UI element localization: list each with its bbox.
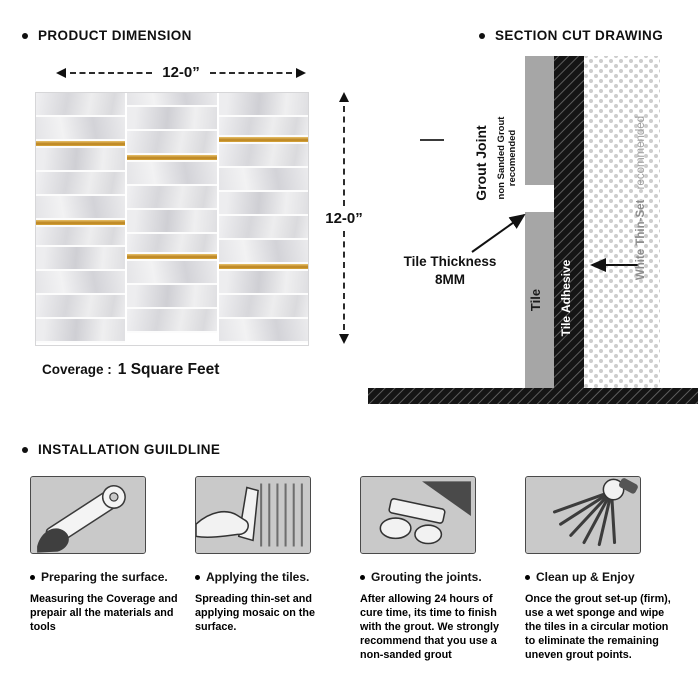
width-dimension: 12-0”: [56, 64, 306, 81]
tile-thickness-arrow: [471, 213, 526, 253]
grout-float-icon: [360, 476, 476, 554]
tile-adhesive-label: Tile Adhesive: [559, 259, 573, 336]
coverage-label: Coverage :: [42, 362, 112, 377]
tile-adhesive-bar: [554, 56, 584, 388]
bullet-icon: [525, 574, 530, 580]
step-title: Clean up & Enjoy: [525, 570, 676, 584]
tile-label: Tile: [528, 289, 543, 311]
bullet-icon: [479, 32, 485, 39]
coverage-value: 1 Square Feet: [117, 361, 220, 378]
product-dimension-heading: PRODUCT DIMENSION: [22, 28, 192, 43]
bullet-icon: [360, 574, 365, 580]
product-dimension-heading-text: PRODUCT DIMENSION: [38, 28, 192, 43]
step-description: Spreading thin-set and applying mosaic o…: [195, 593, 315, 634]
coverage-text: Coverage : 1 Square Feet: [42, 361, 219, 379]
arrow-up-icon: [339, 92, 349, 102]
step-grouting-joints: Grouting the joints. After allowing 24 h…: [360, 476, 511, 662]
tile-thickness-value: 8MM: [435, 272, 465, 287]
tile-thickness-label: Tile Thickness: [404, 254, 497, 269]
trowel-icon: [195, 476, 311, 554]
step-clean-up: Clean up & Enjoy Once the grout set-up (…: [525, 476, 676, 662]
arrow-right-icon: [296, 67, 306, 78]
tile-bar-upper: [525, 56, 554, 185]
dimension-line: [343, 230, 345, 330]
grout-joint-note-1: non Sanded Grout: [496, 116, 507, 200]
bullet-icon: [22, 32, 28, 39]
dimension-line: [343, 106, 345, 206]
bullet-icon: [22, 446, 28, 453]
step-title: Grouting the joints.: [360, 570, 511, 584]
dimension-line: [209, 71, 292, 74]
step-description: Measuring the Coverage and prepair all t…: [30, 593, 178, 634]
tile-column: [36, 93, 126, 345]
bullet-icon: [30, 574, 35, 580]
tile-column: [127, 93, 217, 345]
installation-steps: Preparing the surface. Measuring the Cov…: [30, 476, 676, 662]
section-cut-heading-text: SECTION CUT DRAWING: [495, 28, 664, 43]
width-dimension-label: 12-0”: [162, 64, 200, 81]
sponge-spray-icon: [525, 476, 641, 554]
thinset-label-main: White Thin-Set: [635, 199, 647, 280]
tile-swatch: [35, 92, 309, 346]
step-description: Once the grout set-up (firm), use a wet …: [525, 593, 671, 662]
step-applying-tiles: Applying the tiles. Spreading thin-set a…: [195, 476, 346, 662]
tile-column: [218, 93, 308, 345]
grout-joint-note-2: recomended: [507, 130, 518, 187]
bullet-icon: [195, 574, 200, 580]
step-title: Applying the tiles.: [195, 570, 346, 584]
arrow-left-icon: [56, 67, 66, 78]
installation-heading: INSTALLATION GUILDLINE: [22, 442, 220, 457]
paint-roller-icon: [30, 476, 146, 554]
arrow-down-icon: [339, 334, 349, 344]
grout-joint-label: Grout Joint: [473, 125, 489, 201]
step-title: Preparing the surface.: [30, 570, 181, 584]
thinset-label-note: recommended: [635, 116, 647, 190]
step-preparing-surface: Preparing the surface. Measuring the Cov…: [30, 476, 181, 662]
thinset-area: [584, 56, 660, 388]
height-dimension-label: 12-0”: [325, 209, 363, 227]
floor-bar: [368, 388, 698, 404]
step-description: After allowing 24 hours of cure time, it…: [360, 593, 499, 662]
tile-bar-lower: [525, 212, 554, 388]
section-cut-heading: SECTION CUT DRAWING: [479, 28, 663, 43]
thinset-label: White Thin-Set recommended: [635, 116, 647, 280]
height-dimension: 12-0”: [315, 92, 373, 344]
section-cut-drawing: Grout Joint non Sanded Grout recomended …: [368, 56, 698, 404]
installation-heading-text: INSTALLATION GUILDLINE: [38, 442, 221, 457]
dimension-line: [70, 71, 153, 74]
